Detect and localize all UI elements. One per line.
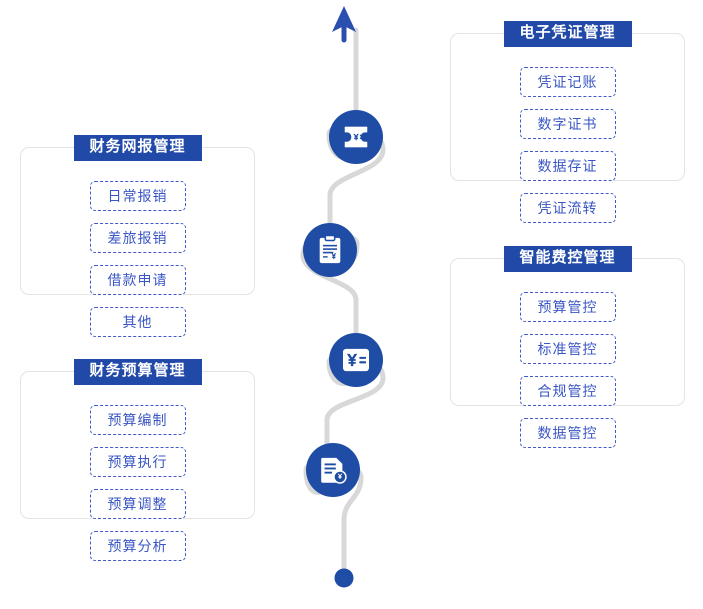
invoice-yen-icon [341,122,371,152]
chip-item[interactable]: 凭证流转 [519,193,616,223]
chip-item[interactable]: 差旅报销 [89,223,186,253]
chip-item[interactable]: 数据存证 [519,151,616,181]
chip-item[interactable]: 其他 [89,307,186,337]
timeline-node-1[interactable] [329,110,383,164]
chip-item[interactable]: 数字证书 [519,109,616,139]
chip-item[interactable]: 合规管控 [519,376,616,406]
chip-item[interactable]: 预算编制 [89,405,186,435]
chip-item[interactable]: 预算执行 [89,447,186,477]
chip-item[interactable]: 日常报销 [89,181,186,211]
timeline-node-4[interactable] [306,443,360,497]
panel-chip-group: 预算管控 标准管控 合规管控 数据管控 [451,292,684,448]
document-yen-badge-icon [318,455,348,485]
chip-item[interactable]: 预算调整 [89,489,186,519]
chip-item[interactable]: 数据管控 [519,418,616,448]
chip-item[interactable]: 借款申请 [89,265,186,295]
clipboard-yen-icon [316,235,344,265]
panel-finance-budget: 财务预算管理 预算编制 预算执行 预算调整 预算分析 [20,359,255,561]
chip-item[interactable]: 标准管控 [519,334,616,364]
yen-equals-card-icon [341,347,371,373]
chip-item[interactable]: 凭证记账 [519,67,616,97]
panel-title: 财务预算管理 [73,359,202,385]
panel-chip-group: 预算编制 预算执行 预算调整 预算分析 [21,405,254,561]
flow-arrow-up-icon [332,6,356,32]
chip-item[interactable]: 预算管控 [519,292,616,322]
panel-chip-group: 凭证记账 数字证书 数据存证 凭证流转 [451,67,684,223]
panel-title: 智能费控管理 [503,246,632,272]
chip-item[interactable]: 预算分析 [89,531,186,561]
timeline-node-3[interactable] [329,333,383,387]
panel-chip-group: 日常报销 差旅报销 借款申请 其他 [21,181,254,337]
panel-smart-expense-control: 智能费控管理 预算管控 标准管控 合规管控 数据管控 [450,246,685,448]
panel-finance-web-report: 财务网报管理 日常报销 差旅报销 借款申请 其他 [20,135,255,337]
panel-electronic-voucher: 电子凭证管理 凭证记账 数字证书 数据存证 凭证流转 [450,21,685,223]
panel-title: 财务网报管理 [73,135,202,161]
panel-title: 电子凭证管理 [503,21,632,47]
timeline-node-2[interactable] [303,223,357,277]
flow-end-dot [334,568,354,588]
